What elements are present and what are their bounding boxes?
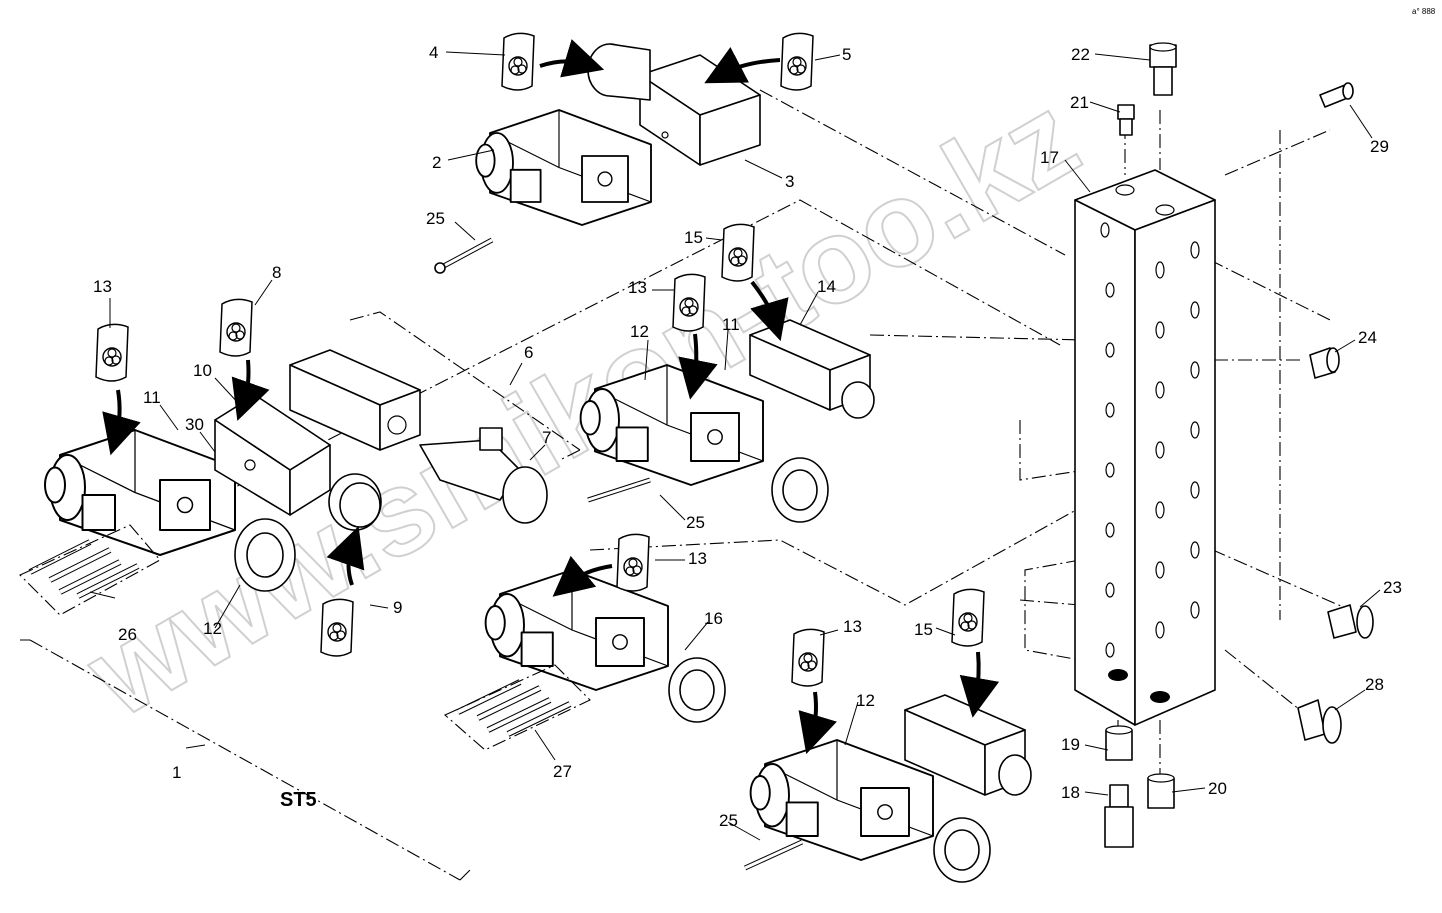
plug-20 (1147, 773, 1175, 809)
callout-13-mid: 13 (628, 278, 647, 297)
screws-27 (443, 664, 591, 751)
valve-body-left-top (289, 349, 421, 451)
callout-2: 2 (432, 153, 441, 172)
manifold-block (1074, 169, 1216, 726)
valve-15-lower (904, 694, 1032, 796)
seal-kit-5-icon (780, 32, 814, 91)
callout-25-top: 25 (426, 209, 445, 228)
callout-7: 7 (542, 428, 551, 447)
coil-12-lower (933, 817, 991, 883)
screw-25-mid (587, 477, 651, 503)
manifold-connection-lines (759, 89, 1351, 780)
callout-12-mid: 12 (630, 322, 649, 341)
callout-labels: 1 2 3 4 5 6 7 8 9 10 11 11 12 12 12 13 1… (93, 43, 1402, 830)
callout-12-left: 12 (203, 619, 222, 638)
fitting-18 (1104, 784, 1134, 848)
callout-1: 1 (172, 763, 181, 782)
callout-17: 17 (1040, 148, 1059, 167)
callout-25-lower: 25 (719, 811, 738, 830)
assembly-arrows (102, 39, 1000, 755)
callout-18: 18 (1061, 783, 1080, 802)
callout-25-mid: 25 (686, 513, 705, 532)
solenoid-valve-2 (475, 109, 652, 226)
callout-4: 4 (429, 43, 438, 62)
fitting-21 (1117, 104, 1135, 136)
callout-10: 10 (193, 361, 212, 380)
seal-kit-13-mid-icon (672, 273, 706, 332)
callout-22: 22 (1071, 45, 1090, 64)
assembly-outline-mid (589, 334, 1086, 606)
callout-5: 5 (842, 45, 851, 64)
callout-13-center: 13 (688, 549, 707, 568)
seal-kit-8-icon (219, 298, 253, 357)
fitting-28 (1297, 699, 1342, 744)
callout-13-left: 13 (93, 277, 112, 296)
plug-24 (1309, 347, 1340, 379)
screw-25-lower (743, 839, 804, 871)
callout-15-upper: 15 (684, 228, 703, 247)
cap-4 (587, 43, 651, 101)
callout-3: 3 (785, 172, 794, 191)
seal-kit-13-left-icon (95, 323, 129, 382)
solenoid-valve-12-left (44, 429, 236, 556)
callout-8: 8 (272, 263, 281, 282)
corner-code: a° 888 (1412, 7, 1436, 16)
callout-20: 20 (1208, 779, 1227, 798)
seal-kit-4-icon (501, 32, 535, 91)
fitting-23 (1327, 604, 1374, 639)
callout-26: 26 (118, 625, 137, 644)
pilot-block-3 (639, 54, 761, 166)
cartridge-valve-7 (419, 427, 548, 524)
coil-12-mid (771, 457, 829, 523)
seal-kit-9-icon (320, 598, 354, 657)
cap-9 (328, 473, 382, 531)
callout-28: 28 (1365, 675, 1384, 694)
callout-30: 30 (185, 415, 204, 434)
callout-27: 27 (553, 762, 572, 781)
screws-26 (19, 524, 161, 616)
seal-kit-13-lower-icon (791, 628, 825, 687)
callout-29: 29 (1370, 137, 1389, 156)
callout-11-left: 11 (143, 388, 161, 407)
fitting-19 (1105, 725, 1133, 761)
callout-16: 16 (704, 609, 723, 628)
coil-12-left (234, 518, 296, 592)
callout-19: 19 (1061, 735, 1080, 754)
leader-lines (89, 51, 1381, 841)
assembly-title: ST5 (280, 789, 317, 811)
callout-11-mid: 11 (722, 315, 740, 334)
callout-14: 14 (817, 277, 836, 296)
screw-25-top (434, 237, 494, 274)
callout-9: 9 (393, 598, 402, 617)
callout-15-lower: 15 (914, 620, 933, 639)
fitting-22 (1149, 42, 1177, 96)
callout-13-lower: 13 (843, 617, 862, 636)
callout-12-lower: 12 (856, 691, 875, 710)
seal-kit-13-center-icon (616, 533, 650, 592)
callout-21: 21 (1070, 93, 1089, 112)
seal-kit-15-upper-icon (721, 223, 755, 282)
seal-kit-15-lower-icon (951, 588, 985, 647)
callout-24: 24 (1358, 328, 1377, 347)
valve-14 (749, 319, 875, 419)
assembly-outline-left (20, 199, 1061, 881)
callout-6: 6 (524, 343, 533, 362)
coil-16 (668, 657, 726, 723)
callout-23: 23 (1383, 578, 1402, 597)
bolt-29 (1319, 82, 1354, 108)
